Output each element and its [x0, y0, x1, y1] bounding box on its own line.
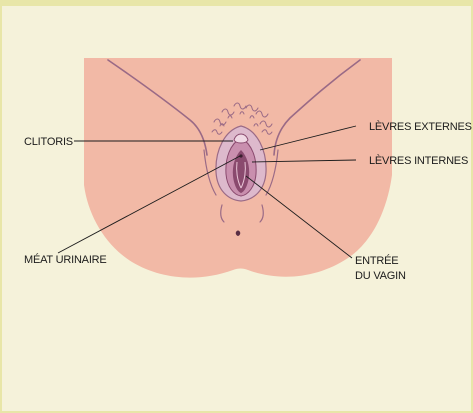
clitoral-hood: [234, 134, 248, 143]
label-levres-internes: LÈVRES INTERNES: [369, 154, 468, 167]
label-entree-line2: DU VAGIN: [355, 270, 406, 282]
label-levres-externes: LÈVRES EXTERNES: [369, 120, 472, 133]
label-clitoris: CLITORIS: [24, 136, 73, 148]
label-entree-line1: ENTRÉE: [355, 254, 398, 267]
label-meat-urinaire: MÉAT URINAIRE: [24, 253, 107, 266]
